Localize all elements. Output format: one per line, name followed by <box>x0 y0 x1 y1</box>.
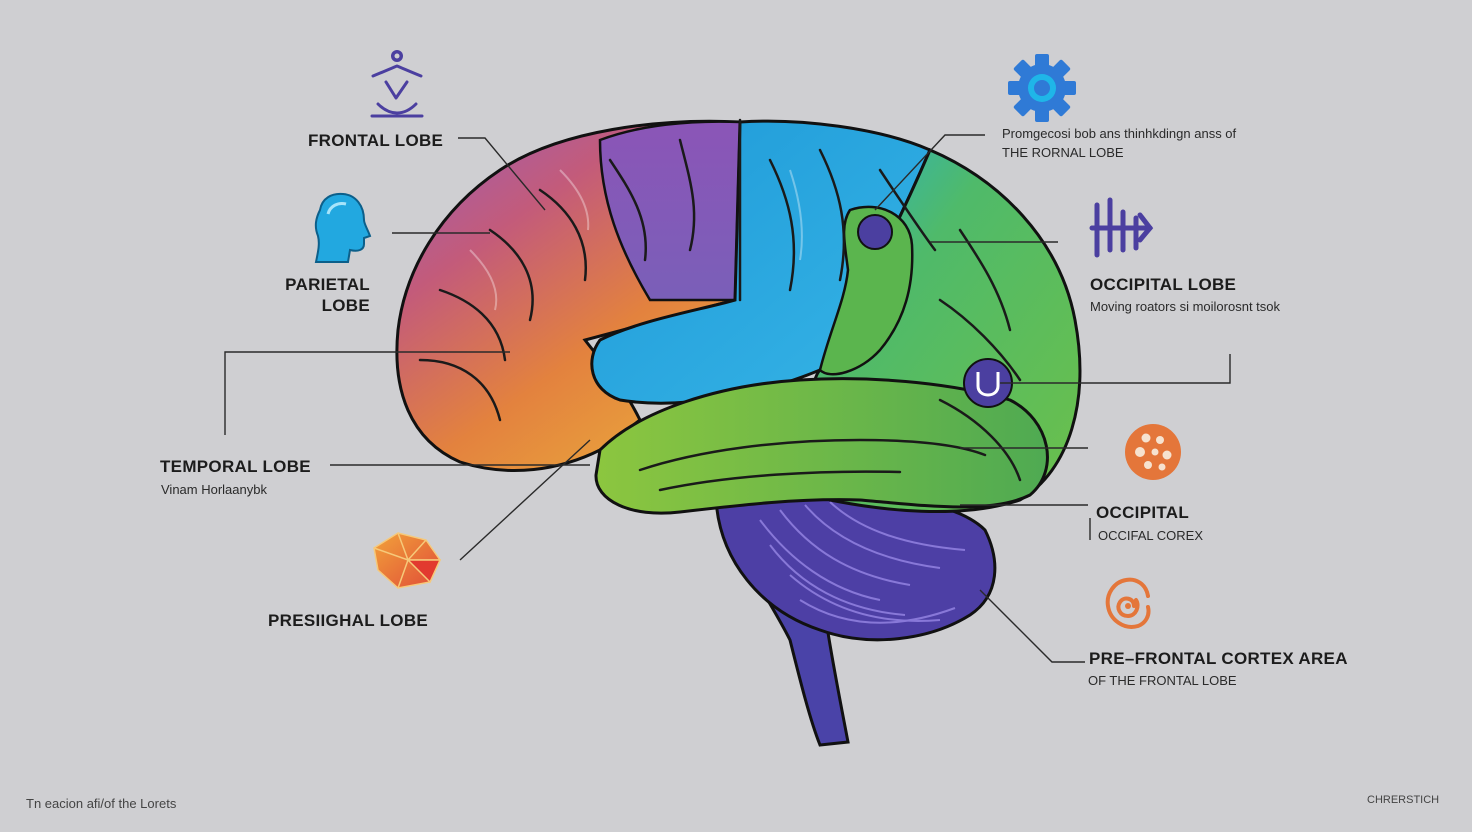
label-parietal-lobe-line2: LOBE <box>321 296 370 315</box>
brain-illustration <box>395 118 1082 747</box>
dots-circle-icon <box>1125 424 1181 480</box>
label-occipital-lobe: OCCIPITAL LOBE <box>1090 275 1237 294</box>
label-top-right-line1: Promgecosi bob ans thinhkdingn anss of <box>1002 126 1237 141</box>
cerebellum-folds <box>759 501 966 624</box>
label-prefrontal-sub: OF THE FRONTAL LOBE <box>1088 673 1237 688</box>
meditation-icon <box>370 50 424 118</box>
brain-highlights <box>469 169 803 311</box>
marker-circle-top <box>857 214 893 250</box>
label-prefrontal-cortex: PRE–FRONTAL CORTEX AREA <box>1089 649 1348 668</box>
label-temporal-sub: Vinam Horlaanybk <box>161 482 267 497</box>
footer-watermark: CHRERSTICH <box>1367 794 1440 806</box>
label-frontal-lobe: FRONTAL LOBE <box>308 131 444 150</box>
upper-purple-region <box>598 120 742 302</box>
green-inner-blob <box>818 205 914 376</box>
gear-icon <box>1008 54 1076 122</box>
label-occipital-lobe-sub: Moving roators si moilorosnt tsok <box>1090 299 1281 314</box>
leader-lines <box>224 134 1231 663</box>
brain-folds <box>418 118 1022 492</box>
polygon-icon <box>373 532 442 589</box>
spiral-icon <box>1105 577 1151 629</box>
label-temporal-lobe: TEMPORAL LOBE <box>160 457 311 476</box>
temporal-region <box>594 377 1049 515</box>
marker-u-shape <box>976 372 1000 397</box>
head-profile-icon <box>314 192 372 263</box>
cerebellum <box>714 492 997 642</box>
label-presighal-lobe: PRESIIGHAL LOBE <box>268 611 429 630</box>
label-parietal-lobe-line1: PARIETAL <box>285 275 370 294</box>
label-occipital: OCCIPITAL <box>1096 503 1190 522</box>
label-top-right-line2: THE RORNAL LOBE <box>1002 145 1124 160</box>
footer-caption: Tn eacion afi/of the Lorets <box>26 796 177 811</box>
label-occipital-sub: OCCIFAL COREX <box>1098 528 1203 543</box>
waveform-icon <box>1089 197 1154 258</box>
